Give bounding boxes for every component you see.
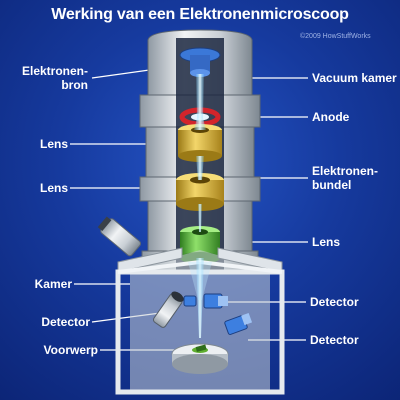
label-lens-2: Lens <box>39 181 68 195</box>
condenser-lens-1 <box>178 124 222 162</box>
label-voorwerp: Voorwerp <box>43 343 98 357</box>
copyright-credit: ©2009 HowStuffWorks <box>300 33 371 40</box>
detector-left-device <box>152 291 184 328</box>
label-lens-1: Lens <box>39 137 68 151</box>
electron-beam <box>188 74 212 338</box>
label-kamer: Kamer <box>34 277 72 291</box>
label-detector-left: Detector <box>41 315 90 329</box>
page-title: Werking van een Elektronenmicroscoop <box>51 6 349 23</box>
condenser-lens-2 <box>176 173 224 211</box>
label-detector-right-1: Detector <box>310 295 359 309</box>
label-detector-right-2: Detector <box>310 333 359 347</box>
label-elektronenbundel: Elektronen- bundel <box>312 164 379 192</box>
label-vacuum-kamer: Vacuum kamer <box>312 71 397 85</box>
detector-right-device-1 <box>203 293 228 309</box>
detector-small-left <box>183 295 197 307</box>
label-elektronenbron: Elektronen- bron <box>21 64 88 92</box>
label-anode: Anode <box>312 110 350 124</box>
detector-right-device-2 <box>224 312 253 335</box>
electron-gun <box>179 47 221 77</box>
specimen-stage <box>171 343 229 374</box>
label-lens-3: Lens <box>312 235 341 249</box>
